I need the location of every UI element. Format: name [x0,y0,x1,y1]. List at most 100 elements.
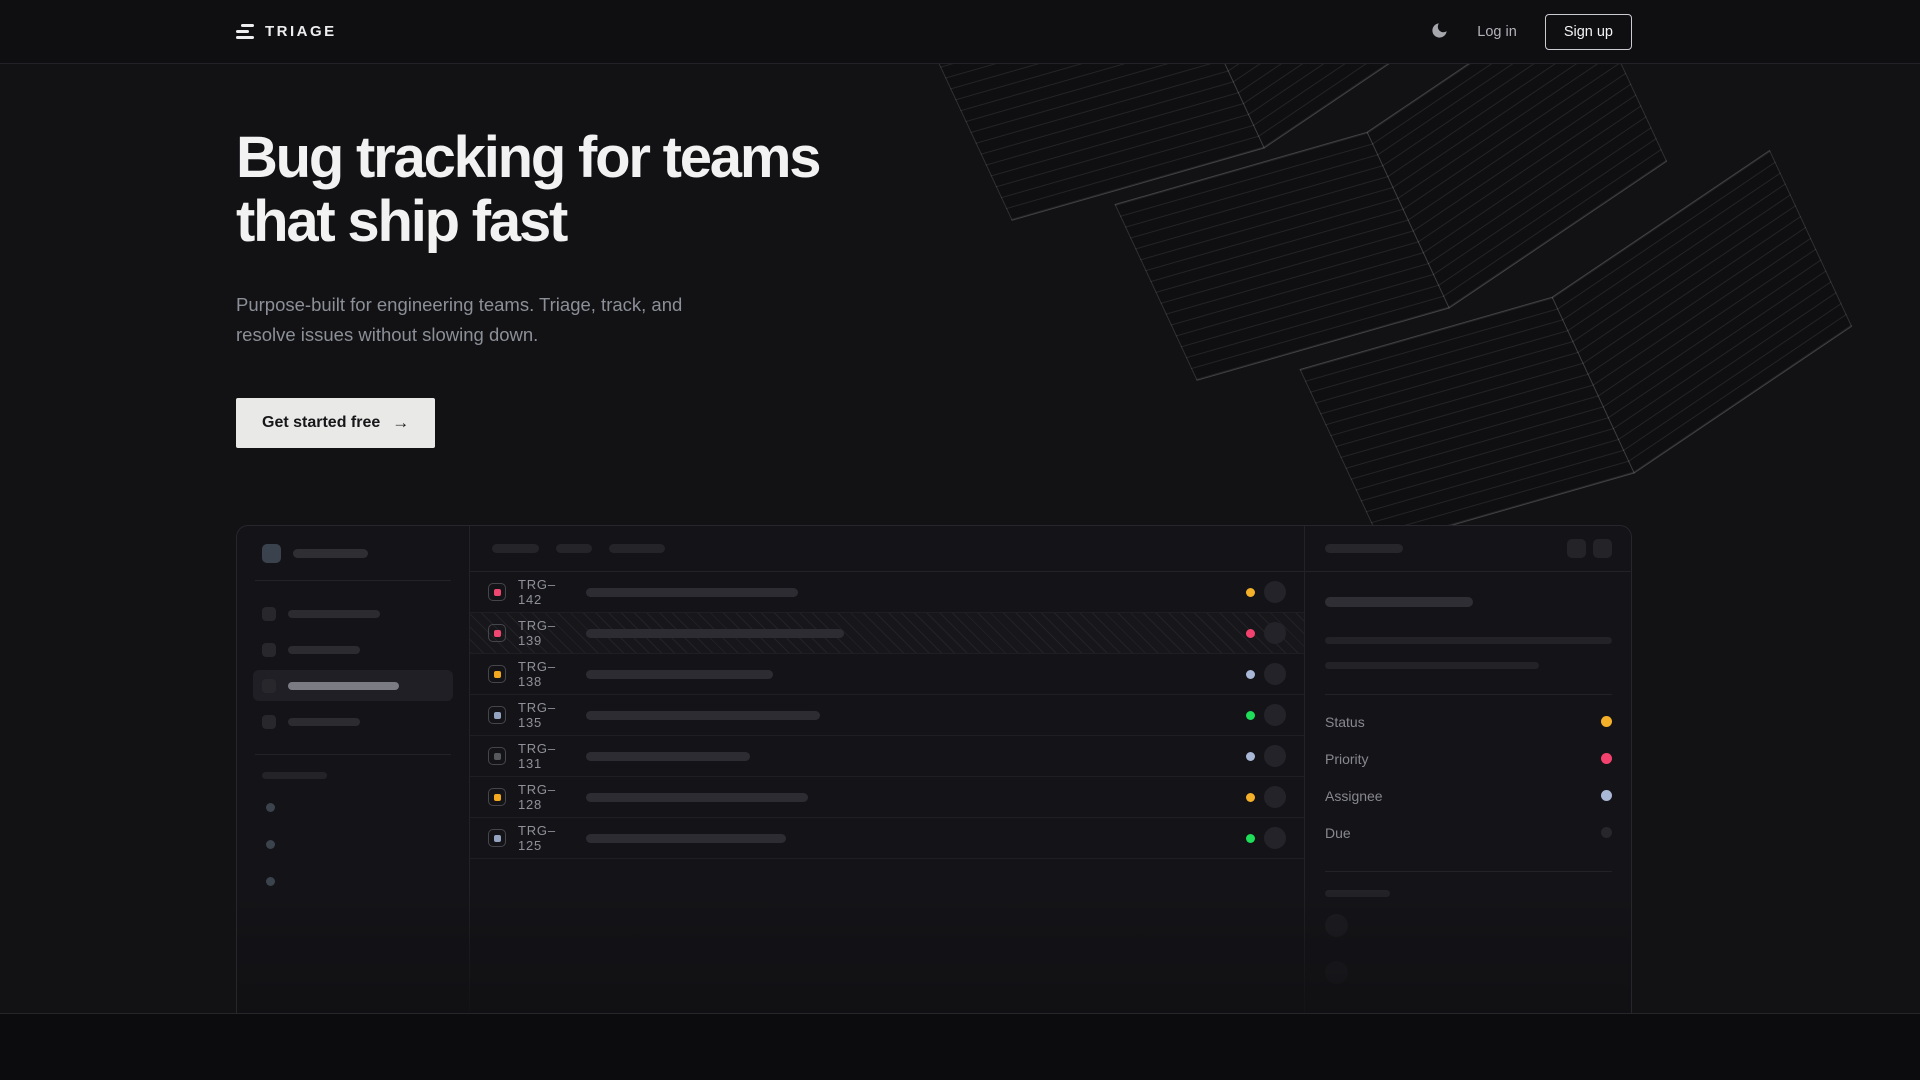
top-nav: TRIAGE Log in Sign up [0,0,1920,64]
divider [1325,871,1612,872]
issue-rows: TRG–142 TRG–139 [470,572,1304,859]
assignee-avatar [1264,581,1286,603]
issue-list-header [470,526,1304,572]
detail-field-row[interactable]: Due [1325,814,1612,851]
filter-pill-skeleton[interactable] [609,544,665,553]
issue-type-icon [488,747,506,765]
issue-type-icon [488,665,506,683]
detail-field-row[interactable]: Priority [1325,740,1612,777]
issue-title-skeleton [586,833,786,843]
status-dot [1246,710,1255,720]
member-dot [266,840,275,849]
detail-title-skeleton [1325,544,1403,553]
divider [255,580,451,581]
get-started-button[interactable]: Get started free → [236,397,436,448]
detail-field-row[interactable]: Assignee [1325,777,1612,814]
issue-id: TRG–142 [518,577,556,607]
assignee-avatar [1264,704,1286,726]
detail-field-row[interactable]: Status [1325,703,1612,740]
field-value-dot [1601,790,1612,801]
issue-id: TRG–139 [518,618,556,648]
brand-name: TRIAGE [265,23,337,40]
detail-body: Status Priority Assignee [1305,572,1632,1006]
issue-id: TRG–138 [518,659,556,689]
sidebar-item-label-skeleton [288,681,399,690]
issue-type-icon [488,583,506,601]
assignee-avatar [1264,786,1286,808]
nav-actions: Log in Sign up [1430,13,1632,50]
issue-row[interactable]: TRG–138 [470,654,1304,695]
page-title: Bug tracking for teams that ship fast [236,125,821,254]
member-dot [266,803,275,812]
comment-avatar [1325,961,1348,984]
issue-title-skeleton [586,751,750,761]
issue-id: TRG–128 [518,782,556,812]
issue-title-skeleton [586,628,844,638]
issue-row[interactable]: TRG–131 [470,736,1304,777]
theme-toggle-button[interactable] [1430,21,1449,43]
issue-row[interactable]: TRG–135 [470,695,1304,736]
issue-id: TRG–135 [518,700,556,730]
detail-action-button[interactable] [1593,539,1612,558]
field-label: Due [1325,824,1351,841]
assignee-avatar [1264,622,1286,644]
brand[interactable]: TRIAGE [236,23,337,40]
login-link[interactable]: Log in [1477,23,1517,40]
filter-pill-skeleton[interactable] [556,544,592,553]
assignee-avatar [1264,745,1286,767]
issue-title-skeleton [586,669,773,679]
divider [1325,694,1612,695]
status-dot [1246,587,1255,597]
sidebar-item[interactable] [253,706,453,737]
triage-logo-icon [236,24,254,39]
mockup-sidebar [237,526,470,1013]
status-dot [1246,628,1255,638]
assignee-avatar [1264,663,1286,685]
field-label: Assignee [1325,787,1383,804]
issue-type-icon [488,788,506,806]
workspace-name-skeleton [293,549,368,558]
sidebar-item-icon [262,642,276,657]
workspace-avatar [262,544,281,563]
field-value-dot [1601,716,1612,727]
signup-button[interactable]: Sign up [1544,13,1632,50]
issue-title-skeleton [1325,597,1473,607]
sidebar-item-icon [262,606,276,621]
issue-row[interactable]: TRG–139 [470,613,1304,654]
detail-action-button[interactable] [1567,539,1586,558]
field-value-dot [1601,827,1612,838]
detail-header [1305,526,1632,572]
sidebar-item-icon [262,678,276,693]
moon-icon [1430,21,1449,43]
issue-id: TRG–131 [518,741,556,771]
issue-row[interactable]: TRG–142 [470,572,1304,613]
sidebar-nav [253,598,453,737]
activity-label-skeleton [1325,890,1390,897]
arrow-right-icon: → [392,412,410,432]
issue-type-icon [488,829,506,847]
sidebar-item-label-skeleton [288,717,360,726]
sidebar-item-label-skeleton [288,609,380,618]
issue-type-icon [488,624,506,642]
assignee-avatar [1264,827,1286,849]
sidebar-item-icon [262,714,276,729]
filter-pill-skeleton[interactable] [492,544,539,553]
status-dot [1246,792,1255,802]
divider [255,754,451,755]
footer-section [0,1013,1920,1080]
sidebar-item[interactable] [253,634,453,665]
member-dot [266,877,275,886]
issue-row[interactable]: TRG–128 [470,777,1304,818]
issue-row[interactable]: TRG–125 [470,818,1304,859]
detail-fields: Status Priority Assignee [1325,703,1612,851]
sidebar-item-label-skeleton [288,645,360,654]
sidebar-item-active[interactable] [253,670,453,701]
issue-type-icon [488,706,506,724]
hero-section: Bug tracking for teams that ship fast Pu… [0,64,1920,1013]
workspace-switcher[interactable] [253,544,453,563]
issue-title-skeleton [586,710,820,720]
status-dot [1246,833,1255,843]
sidebar-item[interactable] [253,598,453,629]
issue-detail-panel: Status Priority Assignee [1305,526,1632,1013]
issue-title-skeleton [586,792,808,802]
